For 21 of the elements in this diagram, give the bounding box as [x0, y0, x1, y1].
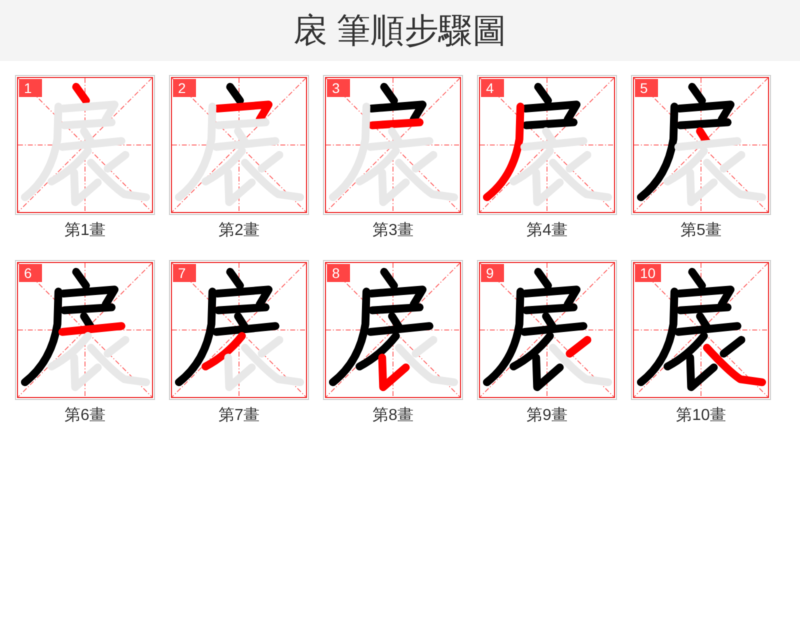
step-number-badge: 2 [173, 79, 196, 97]
stroke-caption: 第5畫 [680, 221, 722, 241]
stroke-caption: 第7畫 [218, 406, 260, 426]
step-number-badge: 3 [327, 79, 350, 97]
step-number-badge: 10 [635, 264, 661, 282]
step-number-badge: 6 [19, 264, 42, 282]
stroke-caption: 第3畫 [372, 221, 414, 241]
stroke-caption: 第6畫 [64, 406, 106, 426]
stroke-caption: 第10畫 [675, 406, 727, 426]
step-number-badge: 7 [173, 264, 196, 282]
step-number-badge: 5 [635, 79, 658, 97]
stroke-caption: 第4畫 [526, 221, 568, 241]
stroke-caption: 第9畫 [526, 406, 568, 426]
step-number-badge: 8 [327, 264, 350, 282]
page-title: 扆 筆順步驟圖 [293, 14, 507, 48]
stroke-caption: 第8畫 [372, 406, 414, 426]
stroke-caption: 第1畫 [64, 221, 106, 241]
stroke-caption: 第2畫 [218, 221, 260, 241]
step-number-badge: 1 [19, 79, 42, 97]
step-number-badge: 4 [481, 79, 504, 97]
step-number-badge: 9 [481, 264, 504, 282]
